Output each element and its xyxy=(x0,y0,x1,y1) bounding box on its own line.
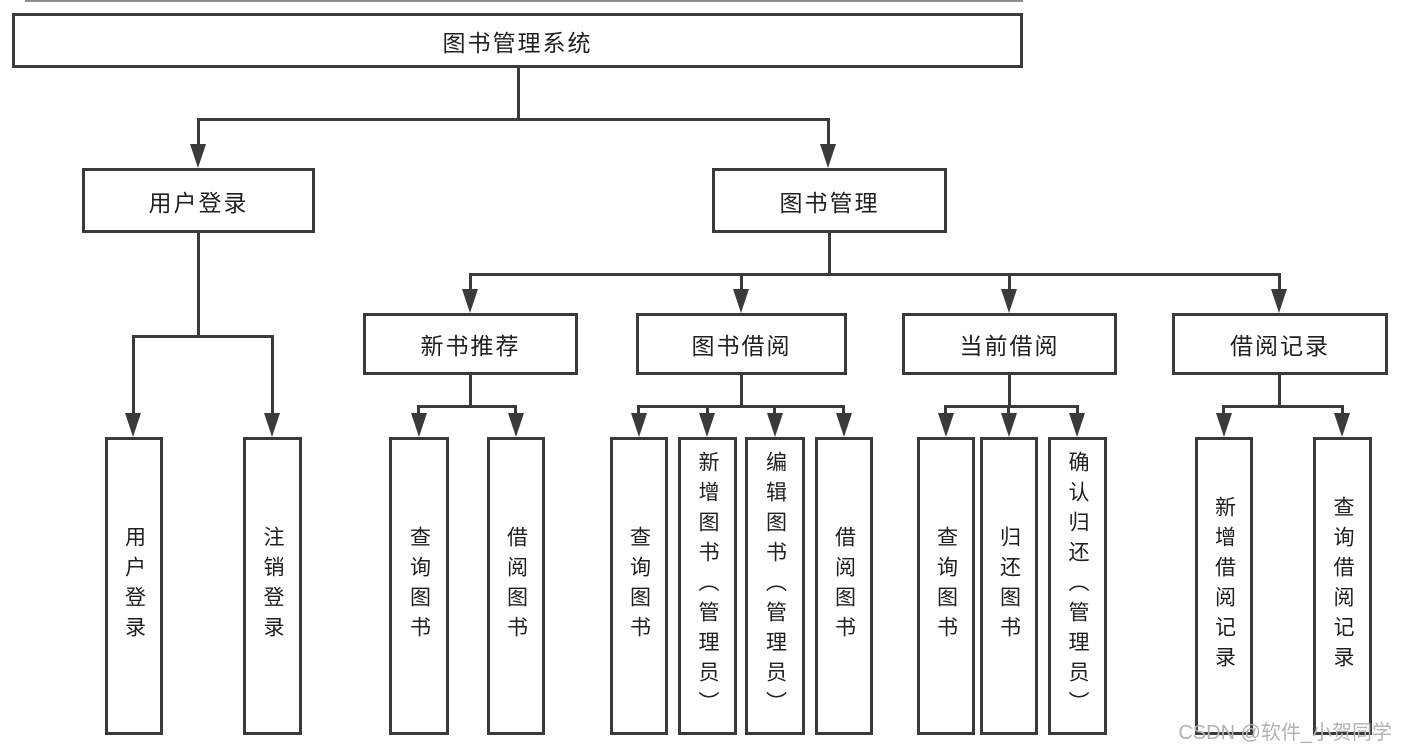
connector-line xyxy=(773,405,776,417)
connector-arrowhead xyxy=(1216,413,1232,437)
node-book-management-label: 图书管理 xyxy=(779,189,880,216)
connector-line xyxy=(740,273,743,291)
connector-line xyxy=(514,405,517,417)
connector-line xyxy=(706,405,709,417)
connector-arrowhead xyxy=(1069,413,1085,437)
connector-arrowhead xyxy=(125,413,141,437)
node-book-borrowing: 图书借阅 xyxy=(636,313,847,375)
leaf-confirm-return-admin-label: 确认归还（管理员） xyxy=(1066,451,1089,721)
connector-line xyxy=(638,405,845,408)
connector-line xyxy=(944,405,947,417)
node-root: 图书管理系统 xyxy=(12,13,1023,68)
leaf-logout: 注销登录 xyxy=(243,437,302,735)
leaf-user-login-label: 用户登录 xyxy=(122,526,146,646)
leaf-query-books-current: 查询图书 xyxy=(917,437,975,735)
connector-arrowhead xyxy=(1001,289,1017,313)
leaf-borrow-books-label: 借阅图书 xyxy=(832,526,856,646)
node-book-management: 图书管理 xyxy=(712,168,947,233)
connector-line xyxy=(271,335,274,415)
connector-line xyxy=(827,118,830,146)
leaf-return-books-label: 归还图书 xyxy=(997,526,1021,646)
leaf-edit-books-admin: 编辑图书（管理员） xyxy=(745,437,805,735)
connector-arrowhead xyxy=(820,144,836,168)
connector-arrowhead xyxy=(1271,289,1287,313)
connector-line xyxy=(1076,405,1079,417)
node-new-book-recommend-label: 新书推荐 xyxy=(420,333,521,359)
connector-arrowhead xyxy=(462,289,478,313)
leaf-edit-books-admin-label: 编辑图书（管理员） xyxy=(763,451,787,721)
connector-line xyxy=(740,375,743,405)
node-borrowing-records-label: 借阅记录 xyxy=(1230,333,1330,359)
connector-line xyxy=(132,335,273,338)
connector-arrowhead xyxy=(190,144,206,168)
leaf-query-books-recommend-label: 查询图书 xyxy=(407,526,431,646)
connector-line xyxy=(1223,405,1344,408)
connector-line xyxy=(197,118,830,121)
connector-line xyxy=(1222,405,1225,417)
node-current-borrowing: 当前借阅 xyxy=(902,313,1117,375)
leaf-borrow-books-recommend-label: 借阅图书 xyxy=(504,526,528,646)
leaf-query-borrow-record-label: 查询借阅记录 xyxy=(1331,496,1354,676)
node-borrowing-records: 借阅记录 xyxy=(1172,313,1388,375)
node-root-label: 图书管理系统 xyxy=(442,29,593,56)
connector-line xyxy=(1008,273,1011,291)
connector-line xyxy=(418,405,517,408)
connector-line xyxy=(1278,375,1281,405)
connector-line xyxy=(197,233,200,335)
leaf-query-books-borrowing: 查询图书 xyxy=(610,437,668,735)
connector-arrowhead xyxy=(733,289,749,313)
connector-line xyxy=(1341,405,1344,417)
connector-arrowhead xyxy=(1334,413,1350,437)
connector-line xyxy=(417,405,420,417)
leaf-return-books: 归还图书 xyxy=(980,437,1038,735)
connector-line xyxy=(828,233,831,273)
leaf-query-books-current-label: 查询图书 xyxy=(934,526,958,646)
connector-line xyxy=(469,273,472,291)
connector-line xyxy=(469,375,472,405)
watermark: CSDN @软件_小贺同学 xyxy=(1178,722,1392,744)
connector-line xyxy=(469,273,1280,276)
connector-arrowhead xyxy=(1001,413,1017,437)
connector-line xyxy=(1008,375,1011,405)
node-user-login-label: 用户登录 xyxy=(148,189,249,216)
leaf-confirm-return-admin: 确认归还（管理员） xyxy=(1048,437,1107,735)
connector-arrowhead xyxy=(411,413,427,437)
leaf-logout-label: 注销登录 xyxy=(261,526,284,646)
leaf-add-books-admin: 新增图书（管理员） xyxy=(678,437,737,735)
leaf-add-borrow-record-label: 新增借阅记录 xyxy=(1212,496,1236,676)
node-user-login: 用户登录 xyxy=(82,168,315,233)
connector-line xyxy=(1007,405,1010,417)
leaf-borrow-books-recommend: 借阅图书 xyxy=(487,437,545,735)
connector-line xyxy=(637,405,640,417)
connector-arrowhead xyxy=(508,413,524,437)
leaf-query-books-recommend: 查询图书 xyxy=(389,437,449,735)
connector-line xyxy=(517,68,520,118)
leaf-query-books-borrowing-label: 查询图书 xyxy=(627,526,651,646)
connector-arrowhead xyxy=(631,413,647,437)
node-book-borrowing-label: 图书借阅 xyxy=(691,333,792,359)
node-current-borrowing-label: 当前借阅 xyxy=(959,333,1060,359)
connector-arrowhead xyxy=(938,413,954,437)
connector-line xyxy=(132,335,135,415)
connector-arrowhead xyxy=(264,413,280,437)
leaf-borrow-books: 借阅图书 xyxy=(815,437,873,735)
node-new-book-recommend: 新书推荐 xyxy=(363,313,578,375)
top-border-artifact xyxy=(25,0,1023,2)
connector-line xyxy=(945,405,1079,408)
connector-arrowhead xyxy=(767,413,783,437)
connector-line xyxy=(1278,273,1281,291)
connector-arrowhead xyxy=(836,413,852,437)
leaf-user-login: 用户登录 xyxy=(105,437,163,735)
connector-line xyxy=(842,405,845,417)
leaf-add-borrow-record: 新增借阅记录 xyxy=(1195,437,1253,735)
leaf-query-borrow-record: 查询借阅记录 xyxy=(1313,437,1372,735)
connector-line xyxy=(197,118,200,146)
connector-arrowhead xyxy=(699,413,715,437)
leaf-add-books-admin-label: 新增图书（管理员） xyxy=(696,451,719,721)
